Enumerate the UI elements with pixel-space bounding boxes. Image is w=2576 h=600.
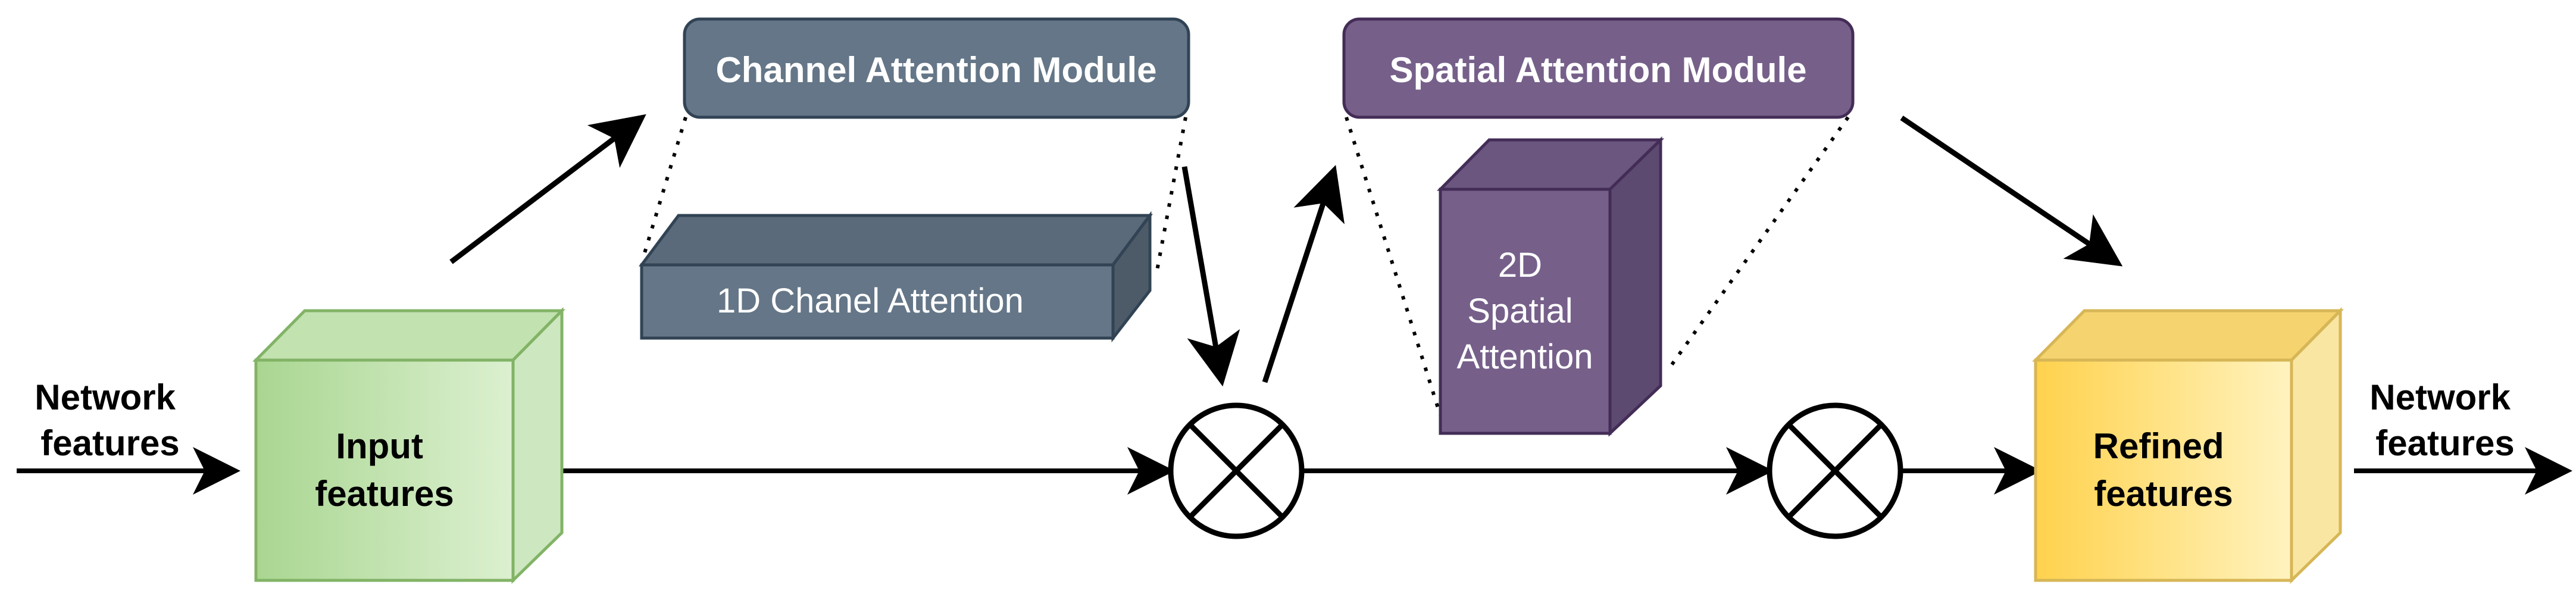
arrow-to-channel-module (449, 114, 646, 264)
channel-attention-module-label: Channel Attention Module (715, 50, 1156, 90)
network-features-output-label: Network features (2369, 377, 2520, 463)
refined-features-cube: Refined features (2032, 307, 2344, 584)
input-features-cube: Input features (252, 307, 565, 584)
spatial-attention-block: 2D Spatial Attention (1437, 136, 1665, 437)
spatial-attention-label: 2D Spatial Attention (1457, 246, 1593, 376)
input-features-label: Input features (315, 426, 454, 514)
arrow-spatial-to-refined (1900, 115, 2123, 267)
multiply-operator-spatial (1767, 402, 1903, 539)
refined-features-label: Refined features (2093, 426, 2234, 514)
network-features-input-label: Network features (35, 377, 185, 463)
channel-zoom-lines (643, 117, 1187, 277)
arrow-mult-to-spatial (1262, 165, 1345, 383)
spatial-attention-module-label: Spatial Attention Module (1389, 50, 1806, 90)
multiply-operator-channel (1168, 402, 1305, 539)
channel-attention-label: 1D Chanel Attention (717, 282, 1024, 320)
spatial-attention-module-box: Spatial Attention Module (1342, 17, 1855, 119)
channel-attention-module-box: Channel Attention Module (683, 17, 1190, 119)
arrow-channel-to-mult (1181, 166, 1240, 387)
spatial-zoom-lines (1345, 116, 1850, 416)
channel-attention-slab: 1D Chanel Attention (639, 211, 1153, 343)
